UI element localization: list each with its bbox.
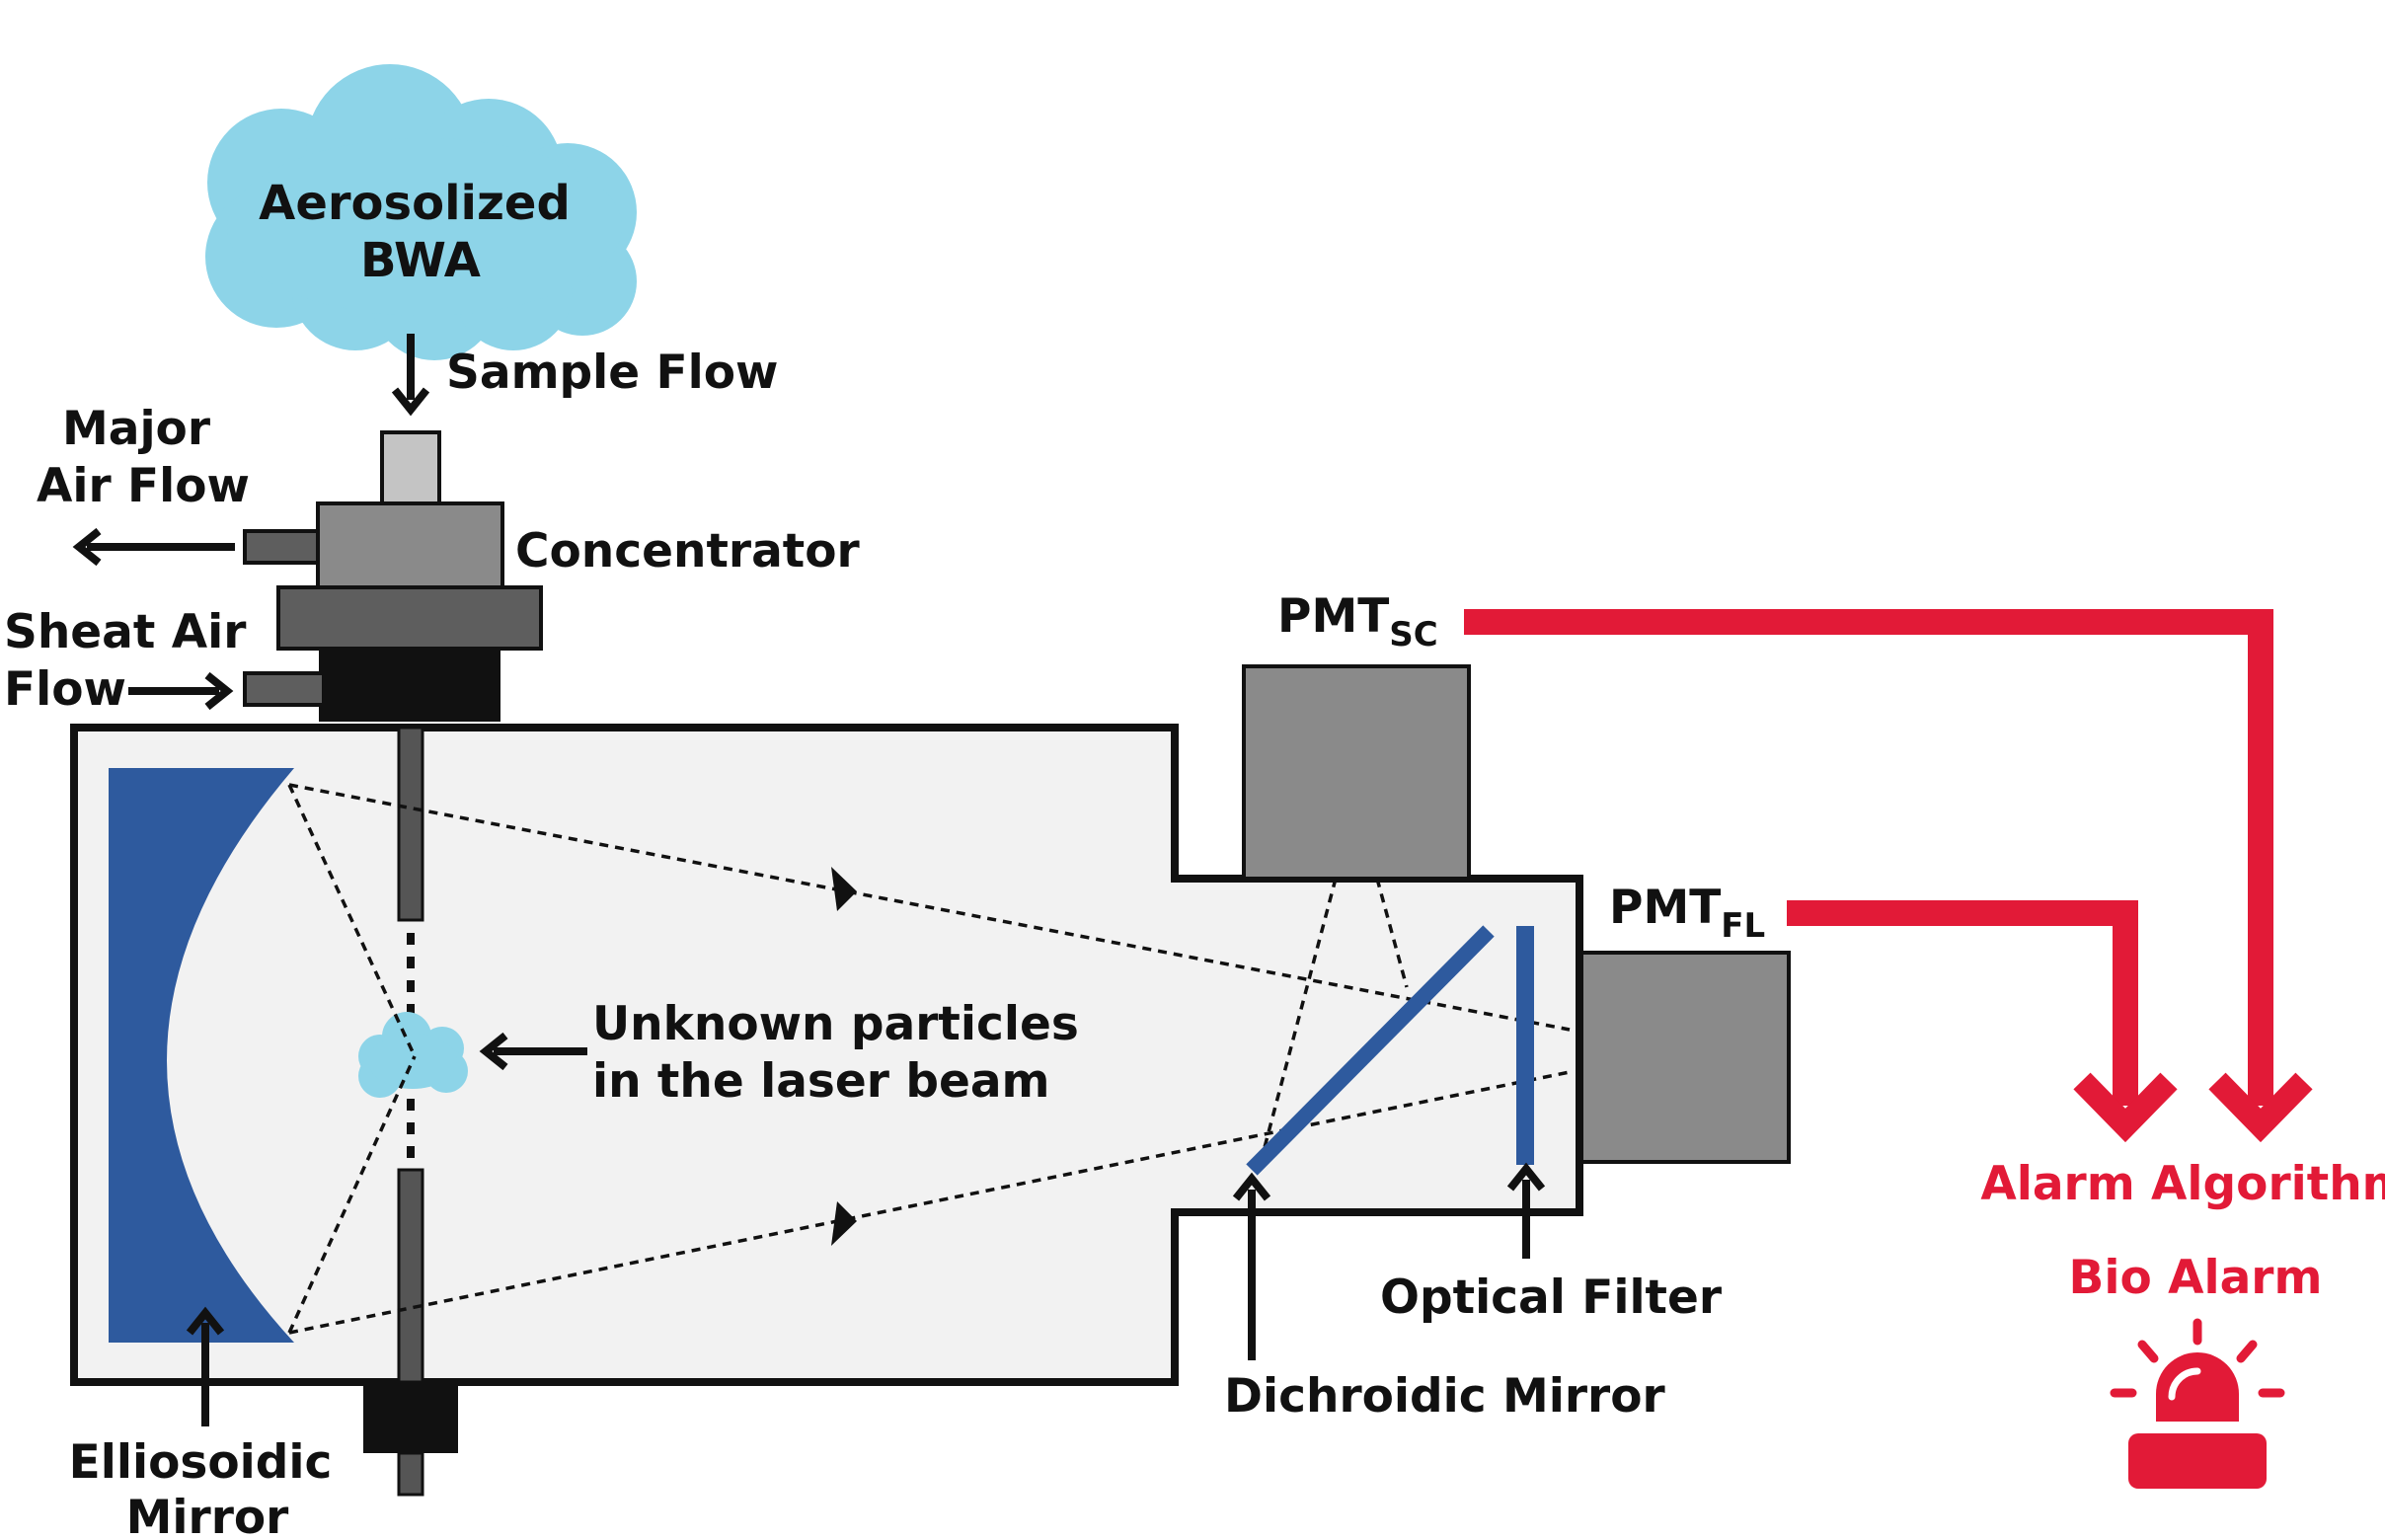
particles-label-line2: in the laser beam [592,1054,1050,1109]
ellipsoidic-label-line1: Elliosoidic [69,1435,333,1490]
sheat-air-label-line1: Sheat Air [4,605,247,659]
sheat-air-label-line2: Flow [4,662,126,717]
major-air-flow-arrowhead [72,527,102,567]
particles-pointer-arrowhead [479,1032,508,1071]
sheath-air-port [243,671,326,707]
pmt-sc-label: PMTSC [1277,589,1438,654]
siren-icon [2110,1318,2285,1489]
pmt-sc-signal-line [1464,609,2273,1106]
dichroidic-mirror-label: Dichroidic Mirror [1224,1369,1666,1424]
capillary-lower [397,1168,424,1384]
pmt-sc-signal-arrowhead [2208,1072,2313,1143]
pmt-fl-signal-line [1787,900,2138,1106]
pmt-sc-box [1242,664,1471,881]
pmt-fl-box [1579,951,1791,1164]
pmt-fl-label: PMTFL [1609,881,1765,946]
concentrator-base [276,585,543,651]
pmt-fl-subscript: FL [1721,906,1765,946]
ellipsoidic-mirror [109,768,294,1343]
bio-alarm-label: Bio Alarm [2069,1251,2323,1305]
optical-filter [1516,926,1534,1165]
optical-filter-label: Optical Filter [1380,1270,1723,1325]
sample-flow-arrowhead [391,387,430,417]
pmt-fl-signal-arrowhead [2073,1072,2178,1143]
ellipsoidic-label-line2: Mirror [126,1491,290,1540]
particles-cloud-icon [358,1012,468,1098]
sample-inlet [380,430,441,505]
optical-rays [287,783,1571,1335]
pmt-fl-main: PMT [1609,881,1721,935]
concentrator [243,430,543,722]
sheat-air-flow-arrowhead [204,671,234,711]
ray-arrowhead-lower [831,1201,857,1246]
capillary-upper [397,726,424,922]
ellipsoidic-pointer-arrowhead [186,1306,225,1336]
cloud-label-line2: BWA [360,233,481,288]
major-air-flow-label-line1: Major [62,402,211,456]
concentrator-label: Concentrator [515,524,861,578]
dichroidic-mirror [1246,925,1495,1176]
filter-pointer-arrowhead [1506,1162,1546,1192]
cloud-label-line1: Aerosolized [259,176,571,231]
sample-flow-label: Sample Flow [446,346,778,400]
nozzle-block [319,647,500,722]
dichroidic-pointer-arrowhead [1232,1172,1271,1201]
pmt-sc-main: PMT [1277,589,1389,644]
aerosol-cloud: Aerosolized BWA [205,64,637,360]
ray-arrowhead-upper [831,867,857,911]
major-air-flow-label-line2: Air Flow [37,459,250,513]
exhaust-block [363,1382,458,1453]
major-air-port [243,529,320,565]
alarm-algorithm-label: Alarm Algorithm [1980,1157,2385,1211]
concentrator-body [316,501,504,589]
exhaust-tube [397,1451,424,1497]
particles-label-line1: Unknown particles [592,997,1079,1051]
pmt-sc-subscript: SC [1389,615,1437,654]
signal-lines [1464,609,2273,1106]
cloud-icon [205,64,637,360]
